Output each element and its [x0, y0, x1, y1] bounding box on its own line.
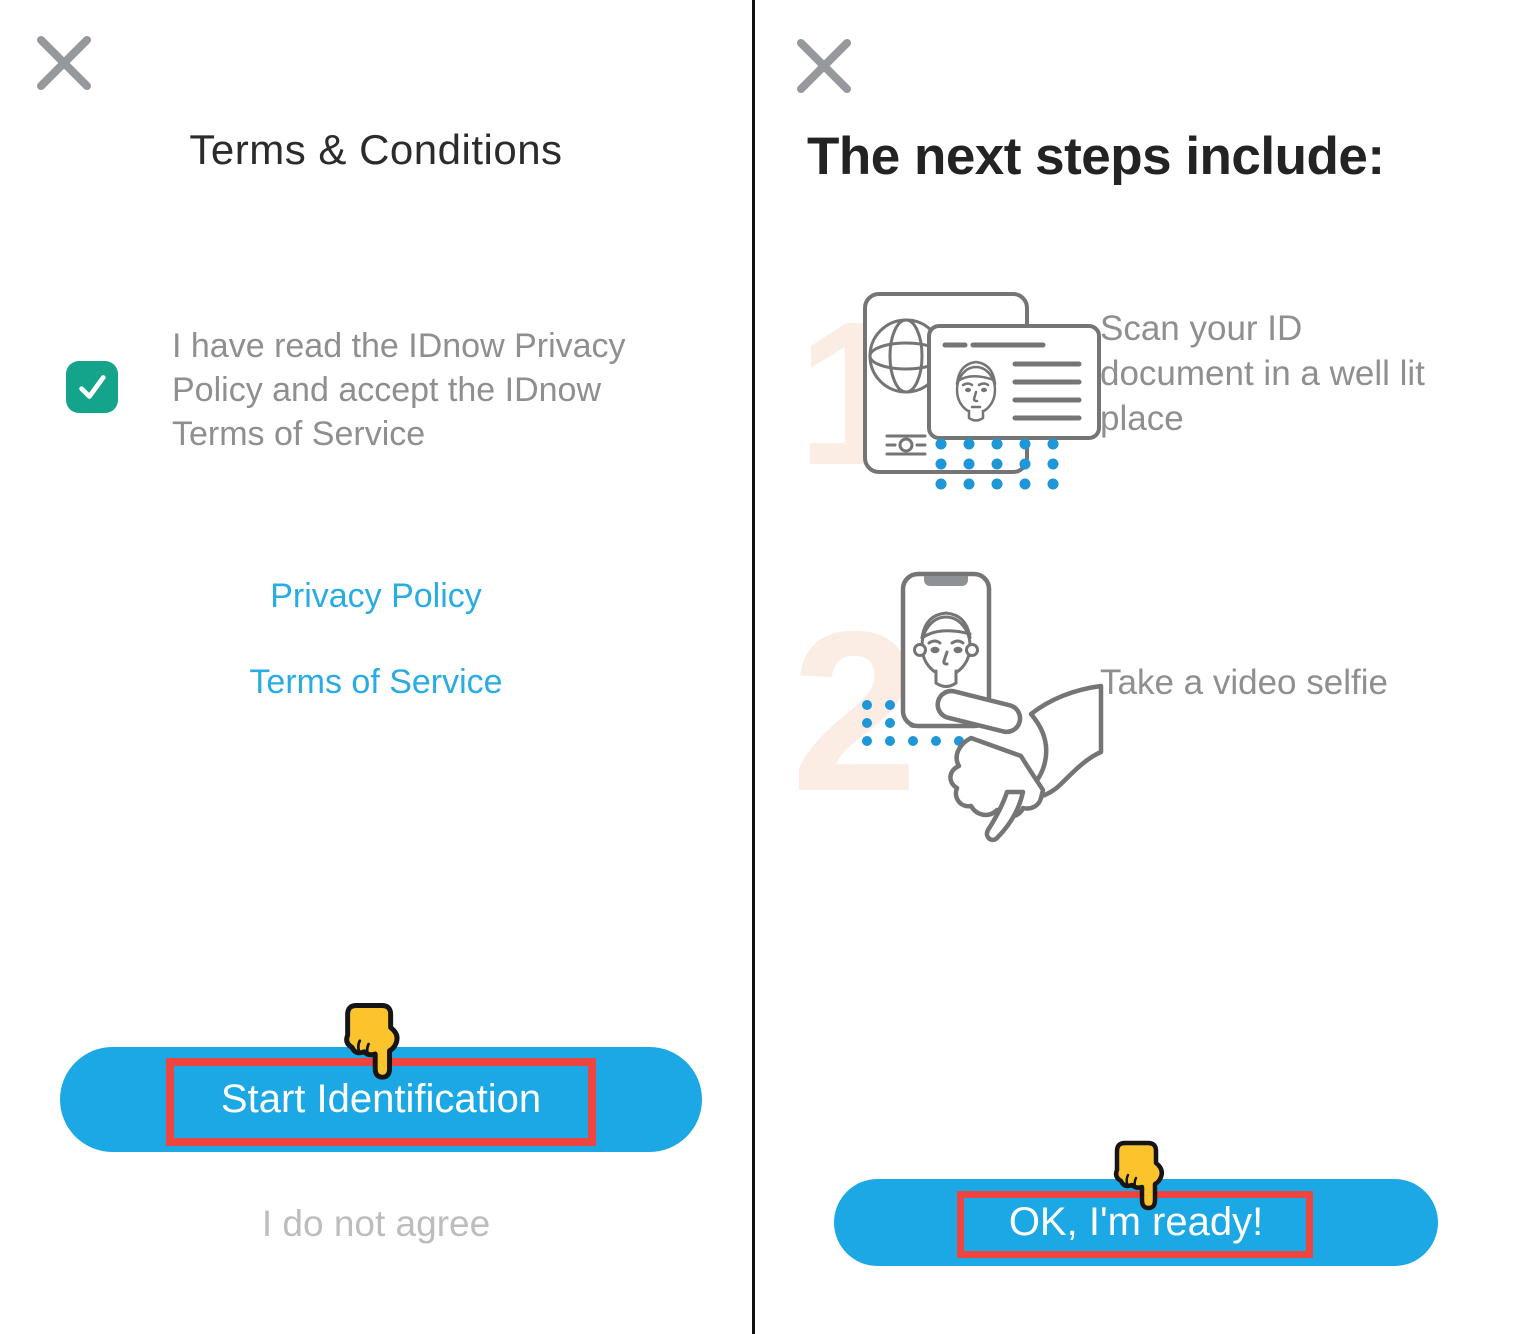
step-number: 2 [791, 585, 918, 839]
next-steps-screen: The next steps include: 1 [755, 0, 1525, 1334]
privacy-policy-link[interactable]: Privacy Policy [0, 576, 752, 617]
screens-divider [752, 0, 755, 1334]
step-description: Scan your ID document in a well lit plac… [1100, 309, 1425, 438]
close-icon [797, 39, 851, 93]
close-icon [37, 36, 91, 90]
dot-grid [935, 438, 1059, 490]
do-not-agree-button[interactable]: I do not agree [0, 1202, 752, 1246]
close-button[interactable] [34, 33, 94, 93]
consent-checkbox[interactable] [66, 361, 118, 413]
close-button[interactable] [794, 36, 854, 96]
page-title: The next steps include: [807, 127, 1385, 186]
page-title: Terms & Conditions [189, 126, 563, 173]
video-selfie-illustration: 2 [791, 571, 1104, 843]
consent-label: I have read the IDnow Privacy Policy and… [172, 327, 626, 453]
step-description: Take a video selfie [1100, 663, 1388, 702]
ok-im-ready-button[interactable]: OK, I'm ready! [834, 1179, 1438, 1266]
terms-screen: Terms & Conditions I have read the IDnow… [0, 0, 752, 1334]
start-identification-label: Start Identification [220, 1077, 542, 1121]
ok-im-ready-label: OK, I'm ready! [1008, 1200, 1264, 1244]
start-identification-button[interactable]: Start Identification [60, 1047, 702, 1152]
id-document-illustration: 1 [797, 279, 1101, 508]
terms-of-service-link[interactable]: Terms of Service [0, 662, 752, 703]
checkmark-icon [79, 375, 106, 399]
